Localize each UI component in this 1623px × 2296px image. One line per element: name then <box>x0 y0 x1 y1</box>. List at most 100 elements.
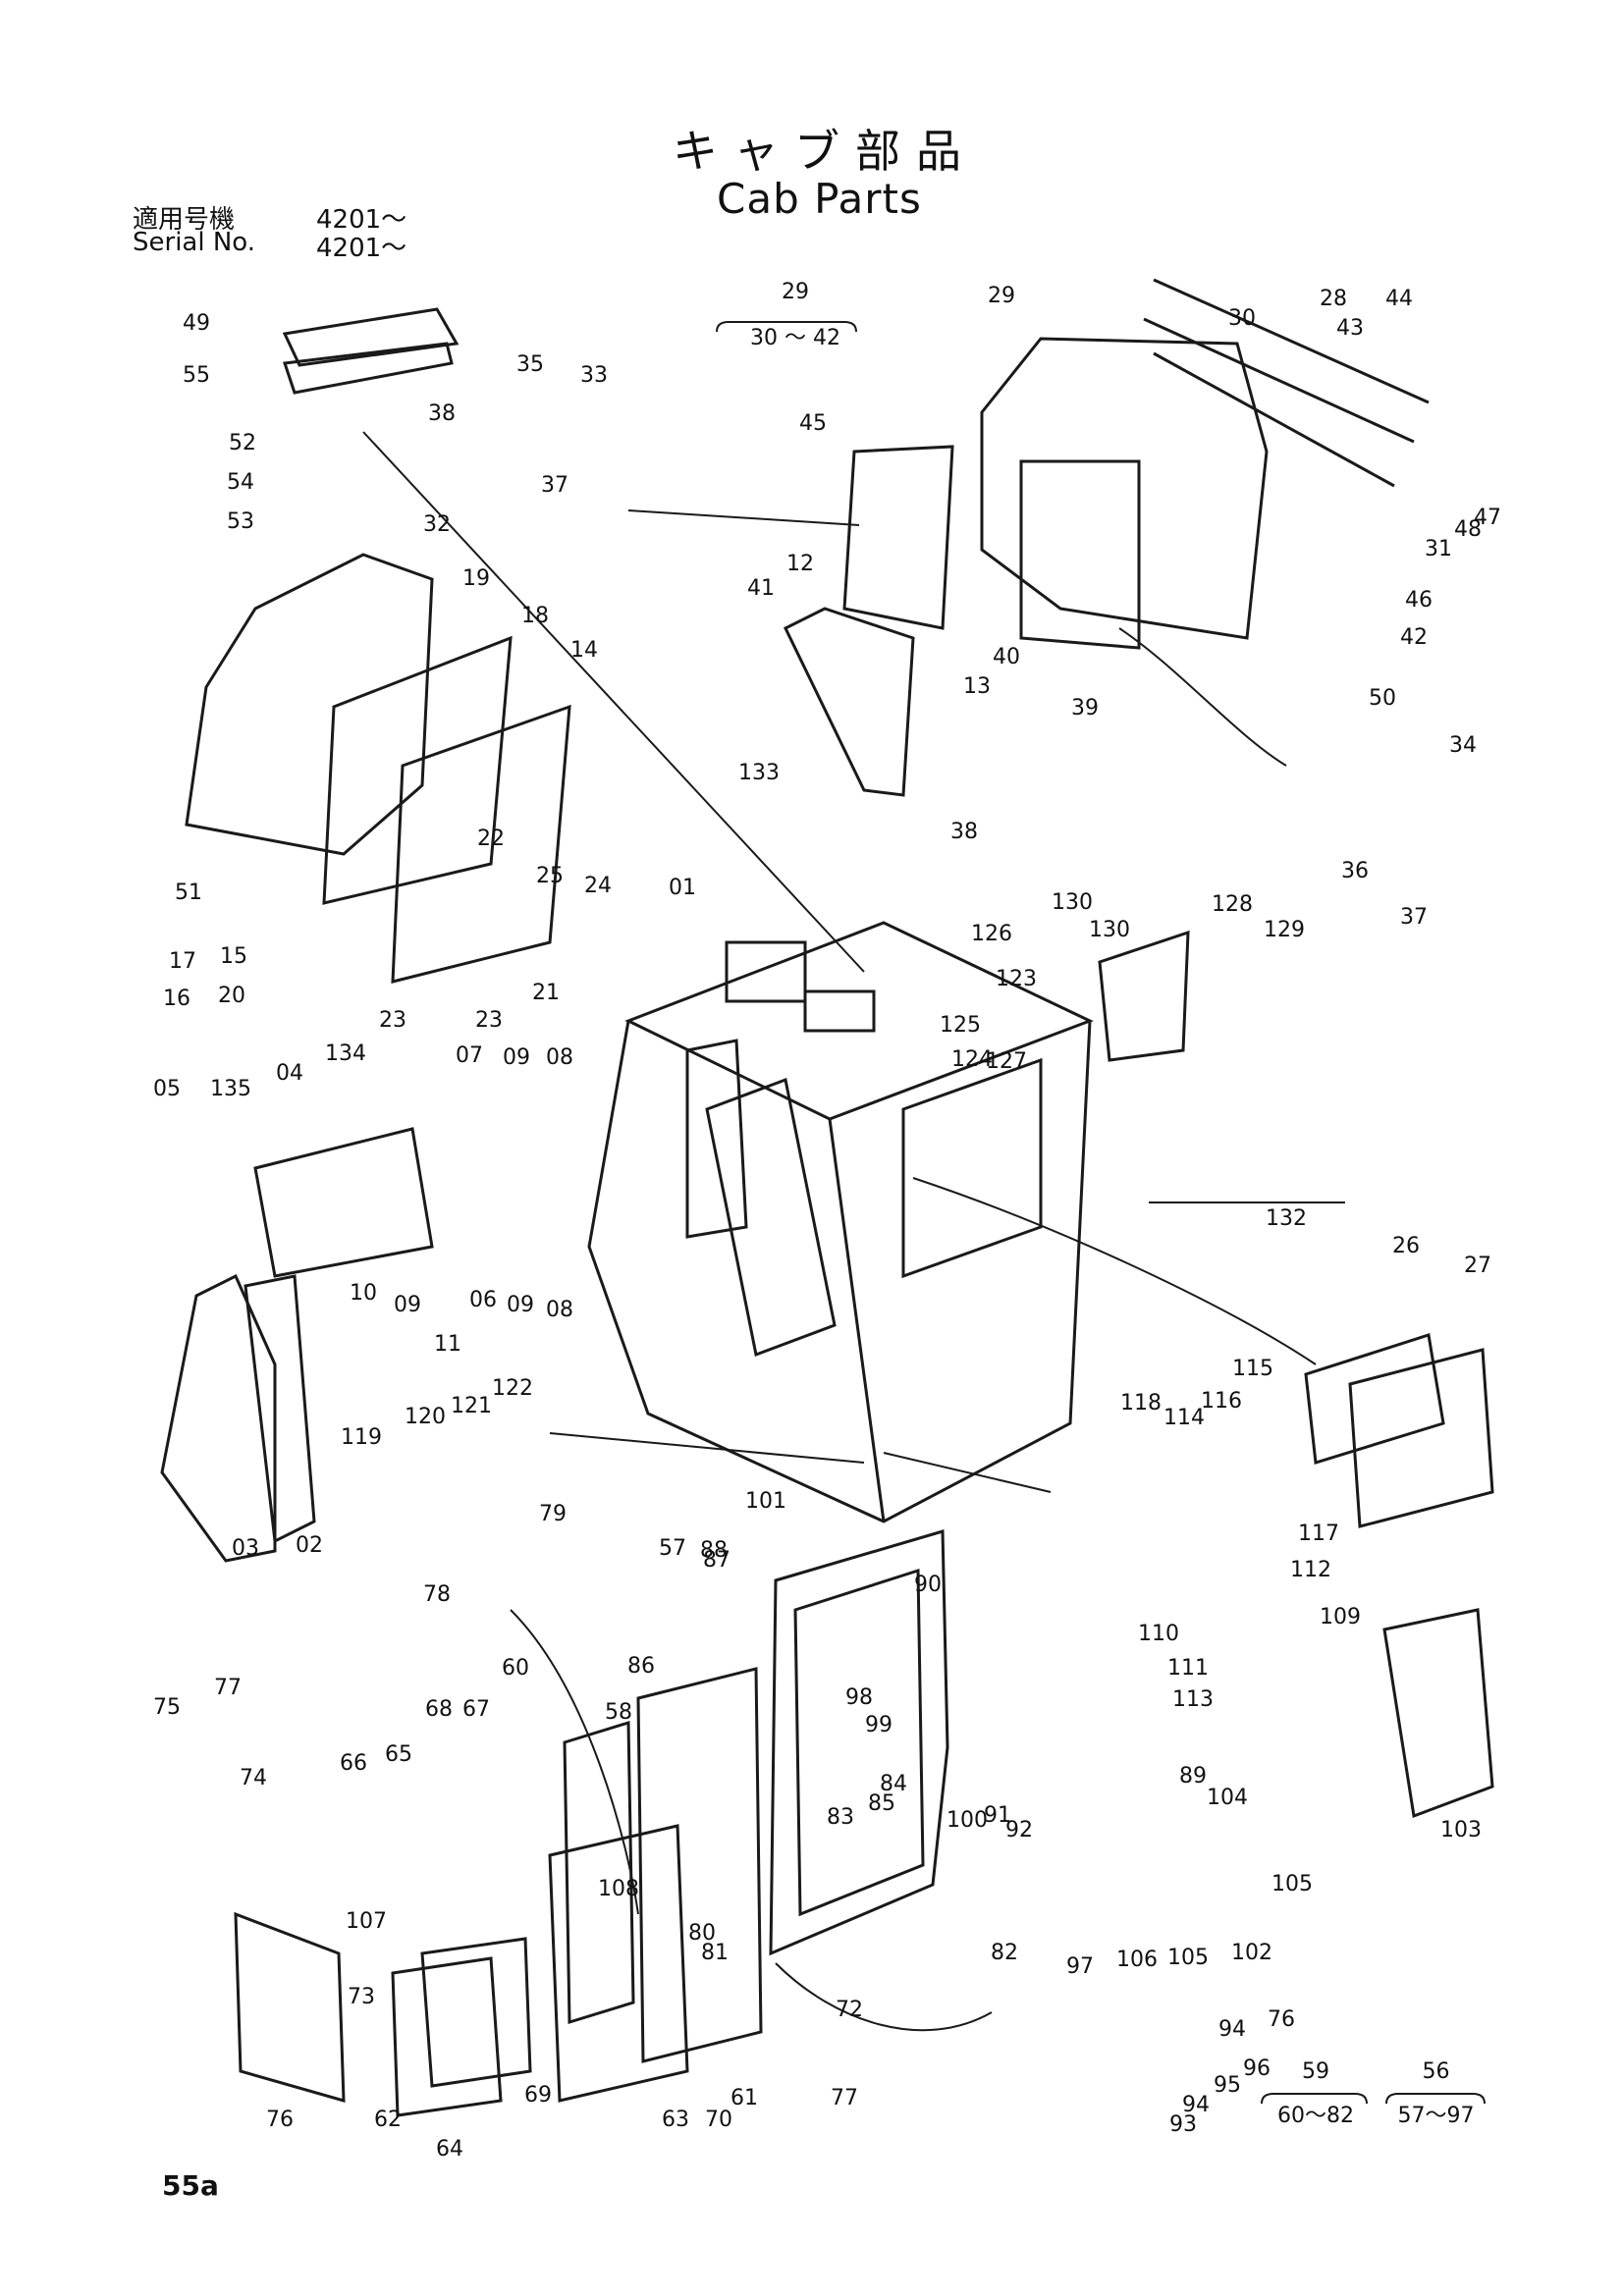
serial-label-japanese: 適用号機 <box>133 205 236 235</box>
group-key-56: 56 57〜97 <box>1384 2059 1488 2129</box>
part-callout: 10 <box>350 1281 377 1306</box>
part-callout: 53 <box>227 509 254 534</box>
serial-value-japanese: 4201〜 <box>316 205 407 235</box>
group-key-id: 29 <box>782 280 809 304</box>
part-callout: 23 <box>475 1008 503 1033</box>
page-number: 55a <box>162 2169 219 2202</box>
part-callout: 72 <box>836 1998 863 2022</box>
part-callout: 28 <box>1320 287 1347 311</box>
part-callout: 103 <box>1440 1818 1482 1842</box>
part-callout: 89 <box>1179 1764 1207 1789</box>
part-callout: 20 <box>218 984 245 1008</box>
part-callout: 129 <box>1264 918 1305 942</box>
part-callout: 79 <box>539 1502 567 1526</box>
part-callout: 37 <box>541 473 568 498</box>
title-english: Cab Parts <box>717 175 922 223</box>
part-callout: 54 <box>227 470 254 495</box>
part-callout: 45 <box>799 411 827 436</box>
group-key-29: 29 30 〜 42 <box>731 280 859 351</box>
part-callout: 100 <box>947 1808 988 1833</box>
part-callout: 105 <box>1167 1946 1209 1970</box>
part-callout: 37 <box>1400 905 1428 930</box>
part-callout: 09 <box>503 1045 530 1070</box>
part-callout: 14 <box>570 638 598 663</box>
part-callout: 83 <box>827 1805 854 1830</box>
part-callout: 52 <box>229 431 256 455</box>
part-callout: 121 <box>451 1394 492 1418</box>
part-callout: 92 <box>1005 1818 1033 1842</box>
group-key-59: 59 60〜82 <box>1262 2059 1370 2129</box>
part-callout: 04 <box>276 1061 303 1086</box>
part-callout: 99 <box>865 1713 893 1737</box>
part-callout: 36 <box>1341 859 1369 883</box>
group-key-id: 56 <box>1422 2059 1450 2084</box>
part-callout: 21 <box>532 981 560 1005</box>
part-callout: 48 <box>1454 517 1482 542</box>
part-callout: 51 <box>175 881 202 905</box>
part-callout: 09 <box>394 1293 421 1317</box>
left-lower-window-part <box>160 1273 316 1563</box>
part-callout: 113 <box>1172 1687 1214 1712</box>
part-callout: 60 <box>502 1656 529 1681</box>
part-callout: 74 <box>240 1766 267 1790</box>
part-callout: 32 <box>423 512 451 537</box>
part-callout: 41 <box>747 576 775 601</box>
part-callout: 47 <box>1474 506 1501 530</box>
part-callout: 134 <box>325 1041 366 1066</box>
front-glass-part <box>253 1127 434 1278</box>
duct-part <box>1382 1608 1494 1819</box>
part-callout: 126 <box>971 922 1012 946</box>
part-callout: 101 <box>745 1489 786 1514</box>
part-callout: 22 <box>477 827 505 851</box>
title-japanese: キャブ部品 <box>673 125 977 178</box>
part-callout: 105 <box>1271 1872 1313 1896</box>
part-callout: 91 <box>984 1803 1011 1828</box>
part-callout: 15 <box>220 944 247 969</box>
part-callout: 55 <box>183 363 210 388</box>
leader-lines <box>362 431 1345 2032</box>
part-callout: 25 <box>536 864 564 888</box>
cab-body-part <box>587 921 1094 1523</box>
part-callout: 133 <box>738 761 780 785</box>
part-callout: 120 <box>405 1405 446 1429</box>
lower-panels-part <box>234 1911 532 2117</box>
part-callout: 117 <box>1298 1522 1339 1546</box>
part-callout: 65 <box>385 1742 412 1767</box>
part-callout: 03 <box>232 1536 259 1561</box>
part-callout: 29 <box>988 284 1015 308</box>
part-callout: 38 <box>428 401 456 426</box>
part-callout: 49 <box>183 311 210 336</box>
part-callout: 111 <box>1167 1656 1209 1681</box>
part-callout: 135 <box>210 1077 251 1101</box>
roof-hatch-part <box>282 307 460 395</box>
part-callout: 18 <box>521 604 549 628</box>
side-glass-part <box>784 445 954 797</box>
part-callout: 27 <box>1464 1254 1491 1278</box>
part-callout: 70 <box>705 2108 732 2132</box>
part-callout: 82 <box>991 1941 1018 1965</box>
part-callout: 44 <box>1385 287 1413 311</box>
group-key-range: 60〜82 <box>1277 2104 1354 2128</box>
part-callout: 73 <box>348 1985 375 2009</box>
part-callout: 66 <box>340 1751 367 1776</box>
part-callout: 115 <box>1232 1357 1273 1381</box>
rail-bars-part <box>1143 278 1430 488</box>
part-callout: 106 <box>1116 1948 1158 1972</box>
part-callout: 85 <box>868 1791 895 1816</box>
part-callout: 05 <box>153 1077 181 1101</box>
part-callout: 90 <box>914 1573 942 1597</box>
part-callout: 35 <box>516 352 544 377</box>
part-callout: 81 <box>701 1941 729 1965</box>
part-callout: 123 <box>996 967 1037 991</box>
part-callout: 62 <box>374 2108 402 2132</box>
part-callout: 50 <box>1369 686 1396 711</box>
rear-window-frame-part <box>980 337 1269 650</box>
part-callout: 61 <box>730 2086 758 2110</box>
part-callout: 125 <box>940 1013 981 1038</box>
part-callout: 108 <box>598 1877 639 1901</box>
part-callout: 64 <box>436 2137 463 2162</box>
part-callout: 84 <box>880 1772 907 1796</box>
part-callout: 17 <box>169 949 196 974</box>
door-frame-part <box>769 1529 949 1956</box>
